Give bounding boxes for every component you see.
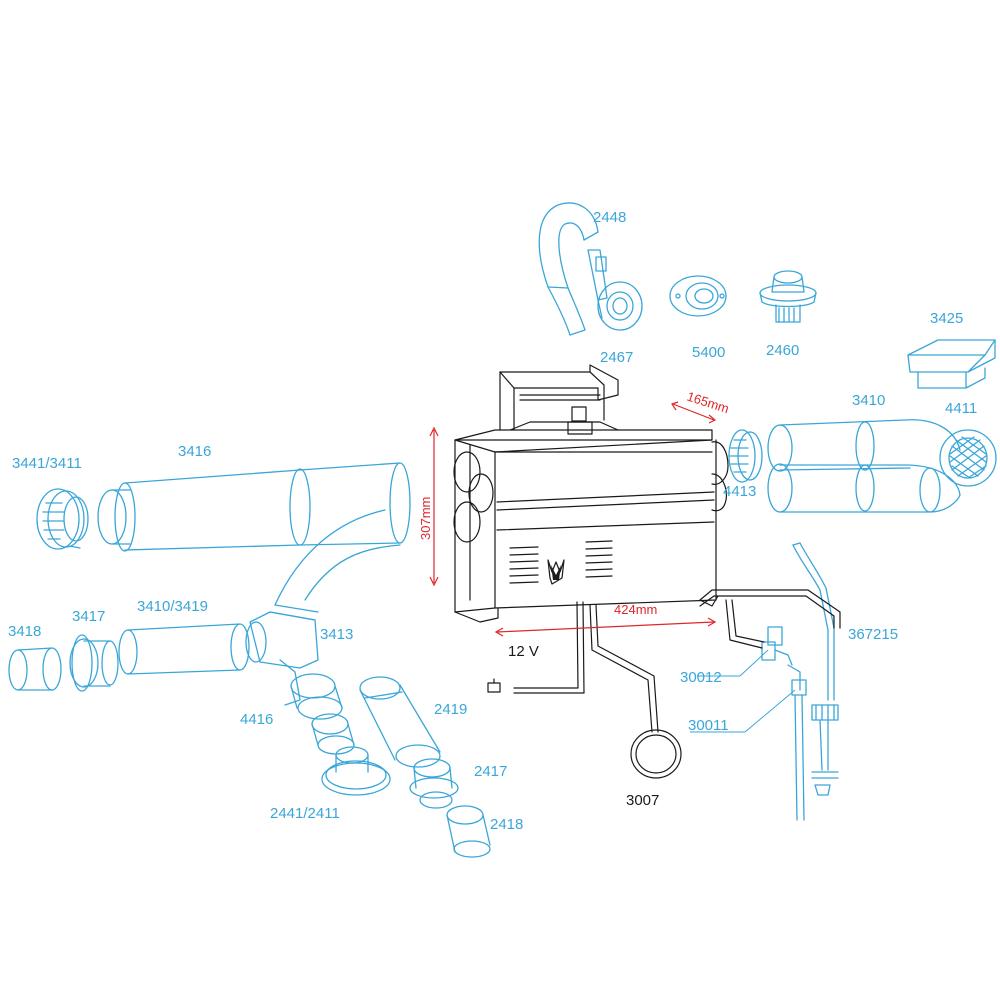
part-2460-outlet-vent [759, 270, 817, 323]
label-30011: 30011 [688, 717, 729, 734]
part-2417-flange [409, 758, 459, 809]
label-2441-2411: 2441/2411 [270, 805, 340, 822]
label-3410-3419: 3410/3419 [137, 598, 208, 615]
power-cable [487, 601, 585, 694]
part-2441-2411-collar [321, 746, 391, 796]
label-3418-left: 3418 [8, 623, 41, 640]
part-367215-fuel-pickup [792, 542, 839, 796]
part-2467-duct-connector [587, 249, 643, 331]
part-3418-sleeve-left [8, 647, 62, 691]
part-2418-sleeve [446, 805, 491, 858]
label-3425: 3425 [930, 310, 963, 327]
part-2419-muffler [359, 676, 441, 768]
part-3416-muffler [97, 462, 411, 552]
part-3425-cowl [907, 339, 996, 389]
label-3007: 3007 [626, 792, 659, 809]
label-3417: 3417 [72, 608, 105, 625]
label-4411: 4411 [945, 400, 977, 417]
part-30011-fuel-line [791, 679, 807, 821]
label-3413: 3413 [320, 626, 353, 643]
label-4413: 4413 [723, 483, 756, 500]
label-3416: 3416 [178, 443, 211, 460]
part-2448-bent-duct [538, 202, 599, 336]
part-labels: 2448 2467 5400 2460 3425 3410 4411 4413 … [8, 209, 977, 833]
dimension-height: 307mm [418, 497, 433, 540]
label-367215: 367215 [848, 626, 898, 643]
part-3417-flange [69, 634, 119, 692]
heater-unit [453, 364, 729, 623]
label-3410-right: 3410 [852, 392, 885, 409]
part-3413-bend [245, 509, 401, 706]
label-2418: 2418 [490, 816, 523, 833]
part-3410-right-ducts [767, 419, 961, 513]
label-5400: 5400 [692, 344, 725, 361]
trident-logo-icon [547, 559, 565, 585]
part-3007-control-panel[interactable] [630, 729, 682, 779]
label-voltage: 12 V [508, 643, 539, 660]
dimension-lines [429, 401, 717, 637]
label-2467: 2467 [600, 349, 633, 366]
label-4416: 4416 [240, 711, 273, 728]
label-3441-3411: 3441/3411 [12, 455, 82, 472]
part-3441-3411-grille [36, 488, 89, 550]
part-4411-grille [939, 429, 997, 487]
leader-lines [690, 649, 796, 733]
part-5400-flange [669, 275, 727, 317]
label-30012: 30012 [680, 669, 722, 686]
part-4413-inlet-grille [728, 429, 763, 483]
dimension-depth: 165mm [685, 389, 731, 417]
control-cable [589, 604, 659, 733]
part-3410-3419-duct [118, 623, 250, 675]
label-2448: 2448 [593, 209, 626, 226]
label-2460: 2460 [766, 342, 799, 359]
label-2419: 2419 [434, 701, 467, 718]
label-2417: 2417 [474, 763, 507, 780]
part-30012-fuel-fitting [761, 626, 801, 691]
part-4416-segments [290, 673, 355, 755]
dimension-width: 424mm [614, 602, 657, 617]
fuel-pipe [699, 589, 841, 649]
